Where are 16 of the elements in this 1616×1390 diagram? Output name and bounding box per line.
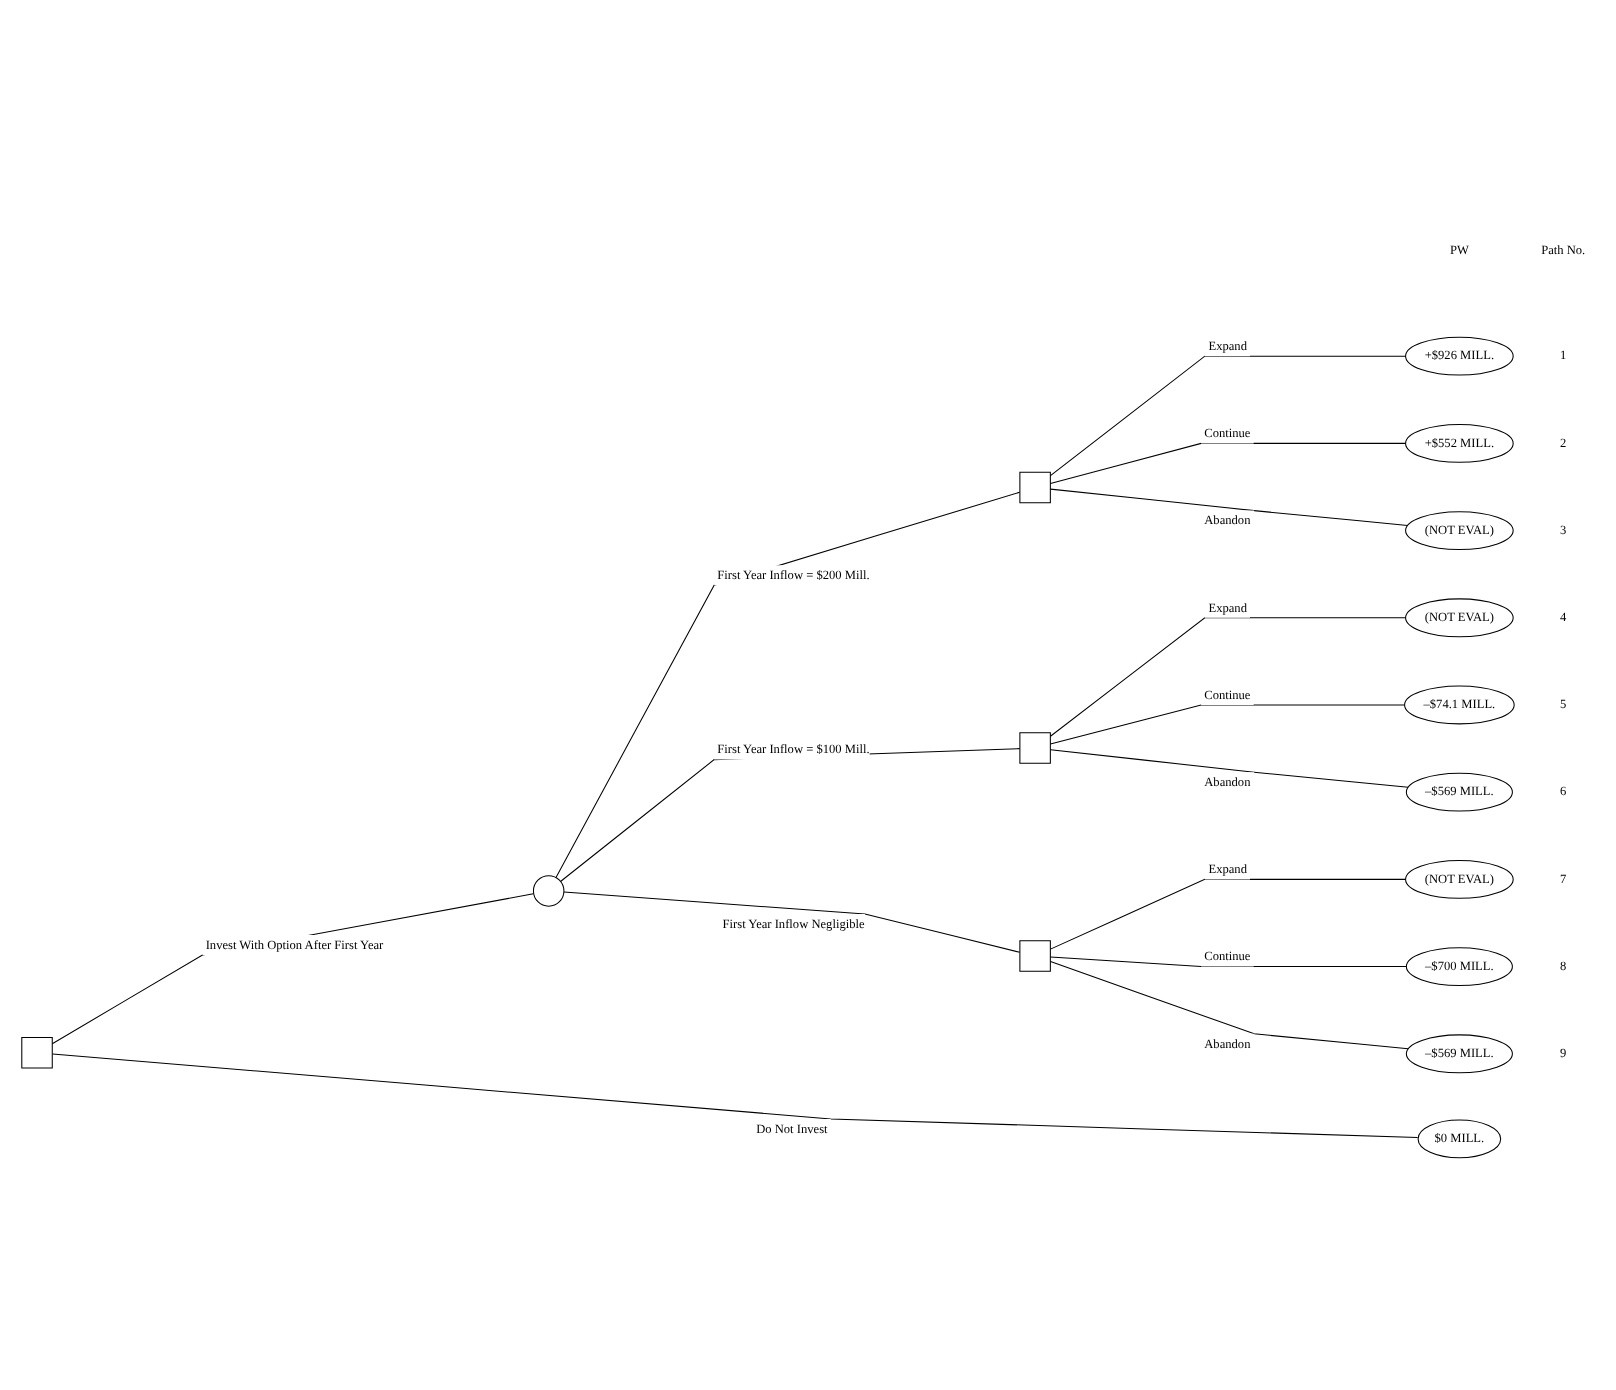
connector xyxy=(1050,488,1409,527)
connector xyxy=(1049,617,1407,737)
node-box xyxy=(1019,940,1051,972)
connector xyxy=(1050,961,1409,1050)
connector xyxy=(1050,749,1409,788)
connector xyxy=(555,491,1021,878)
connector xyxy=(563,891,1021,953)
node-box xyxy=(21,1036,53,1069)
node-box xyxy=(1019,732,1051,764)
node-circle xyxy=(532,875,565,907)
connector xyxy=(1049,878,1407,950)
connector xyxy=(1049,704,1405,745)
node-box xyxy=(1019,471,1051,504)
connector xyxy=(1049,442,1407,484)
connector xyxy=(1049,355,1407,477)
connector xyxy=(51,893,534,1045)
